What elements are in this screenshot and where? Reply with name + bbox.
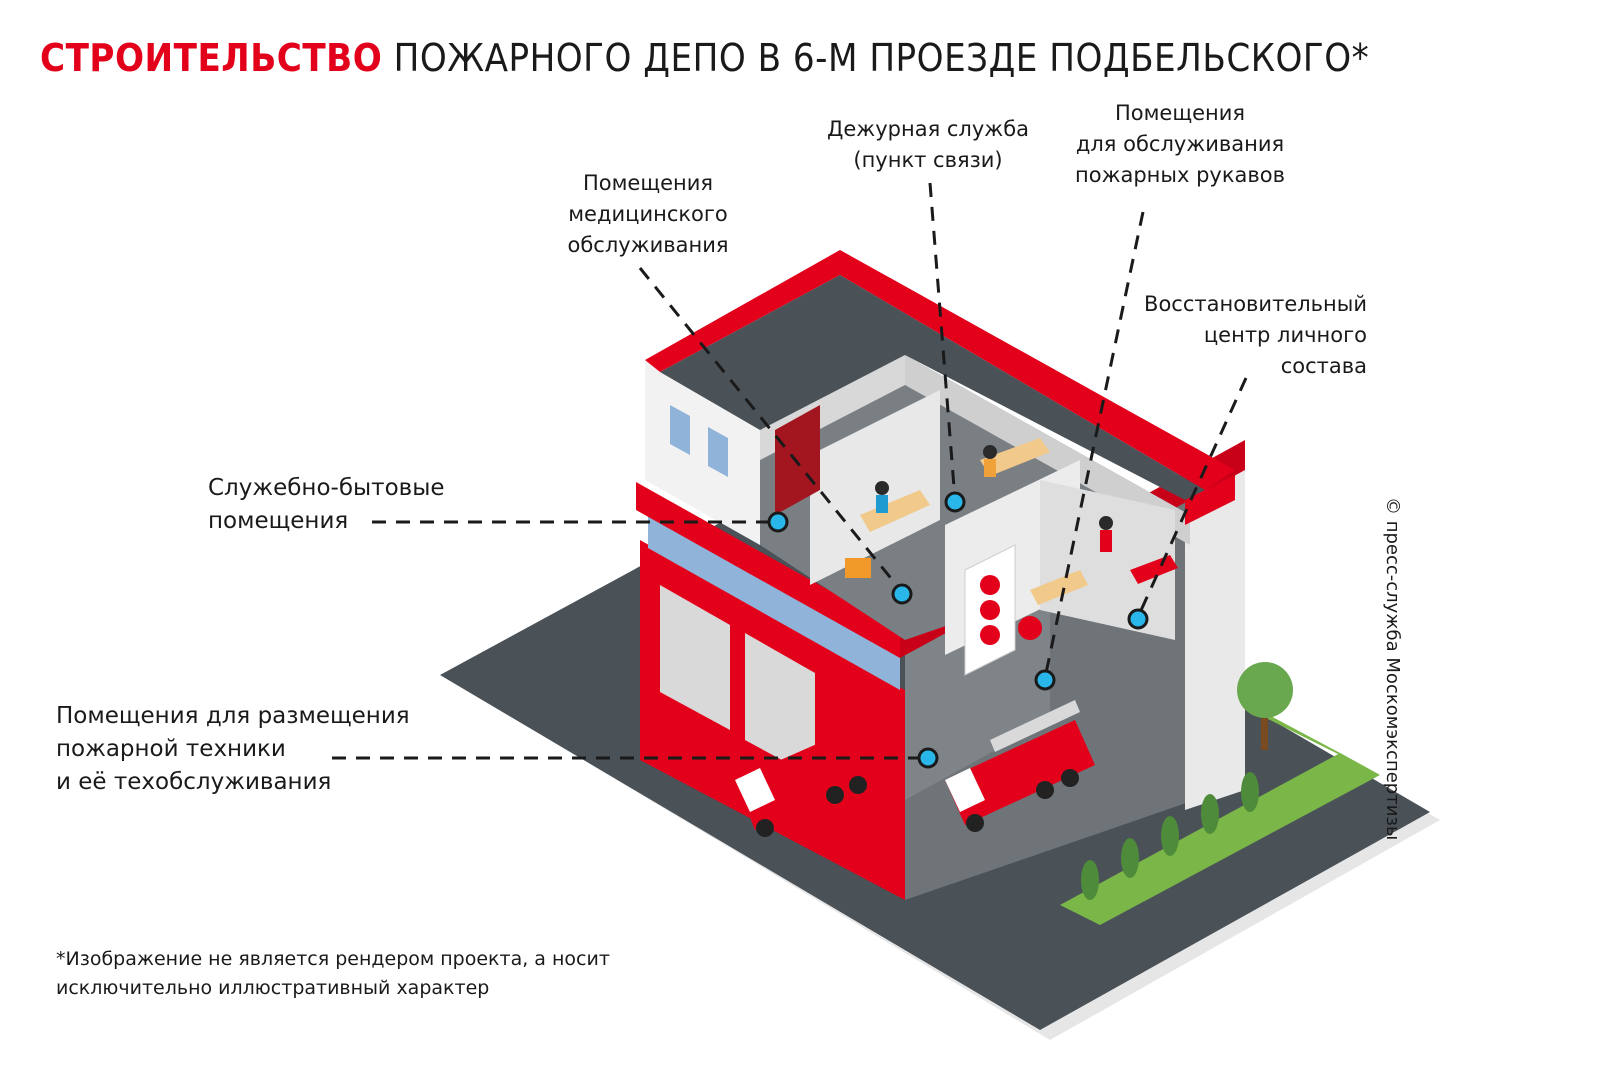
first-aid-kit [845, 558, 871, 578]
leader-duty [928, 182, 957, 501]
roof [660, 275, 1205, 500]
window-band [648, 515, 900, 690]
grass-strip [1060, 753, 1380, 925]
label-medical: Помещения медицинского обслуживания [567, 171, 729, 257]
marker-vehicles [917, 747, 939, 769]
roof-edge [645, 250, 1235, 490]
footnote-line-1: *Изображение не является рендером проект… [56, 948, 610, 970]
person [1099, 516, 1113, 530]
desk [1030, 570, 1088, 605]
footnote-line-2: исключительно иллюстративный характер [56, 977, 490, 999]
label-recovery: Восстановительный центр личного состава [1144, 292, 1367, 378]
upper-window [708, 427, 728, 477]
marker-recovery [1127, 608, 1149, 630]
footnote: *Изображение не является рендером проект… [56, 945, 736, 1003]
leader-lines [332, 182, 1248, 760]
title-rest: ПОЖАРНОГО ДЕПО В 6-М ПРОЕЗДЕ ПОДБЕЛЬСКОГ… [382, 36, 1370, 80]
fire-truck-left [735, 725, 880, 837]
marker-medical [891, 583, 913, 605]
garage-door-left [660, 585, 730, 730]
page-title: СТРОИТЕЛЬСТВО ПОЖАРНОГО ДЕПО В 6-М ПРОЕЗ… [40, 30, 1580, 86]
trees [1081, 662, 1293, 900]
marker-household [767, 511, 789, 533]
label-hoses: Помещения для обслуживания пожарных рука… [1074, 101, 1286, 187]
desk [980, 438, 1050, 476]
label-household: Служебно-бытовые помещения [208, 475, 445, 534]
marker-hoses [1034, 669, 1056, 691]
gym-bench [1130, 555, 1178, 584]
label-duty: Дежурная служба (пункт связи) [826, 117, 1030, 172]
ladder [990, 700, 1080, 752]
fire-truck-right [945, 700, 1095, 832]
hose-reels [980, 575, 1042, 645]
upper-window [670, 405, 690, 455]
leader-hoses [1043, 211, 1145, 679]
label-vehicles: Помещения для размещения пожарной техник… [56, 703, 410, 795]
leader-medical [638, 267, 904, 593]
desk [860, 490, 930, 532]
building-upper-floor [636, 250, 1245, 676]
markers [767, 491, 1149, 769]
person [875, 481, 889, 495]
marker-duty [944, 491, 966, 513]
person [983, 445, 997, 459]
lockers [775, 405, 820, 515]
title-accent: СТРОИТЕЛЬСТВО [40, 36, 383, 80]
copyright-credit: © пресс-служба Москомэкспертизы [1382, 497, 1403, 841]
garage-door-right [745, 633, 815, 778]
leader-recovery [1136, 377, 1248, 618]
